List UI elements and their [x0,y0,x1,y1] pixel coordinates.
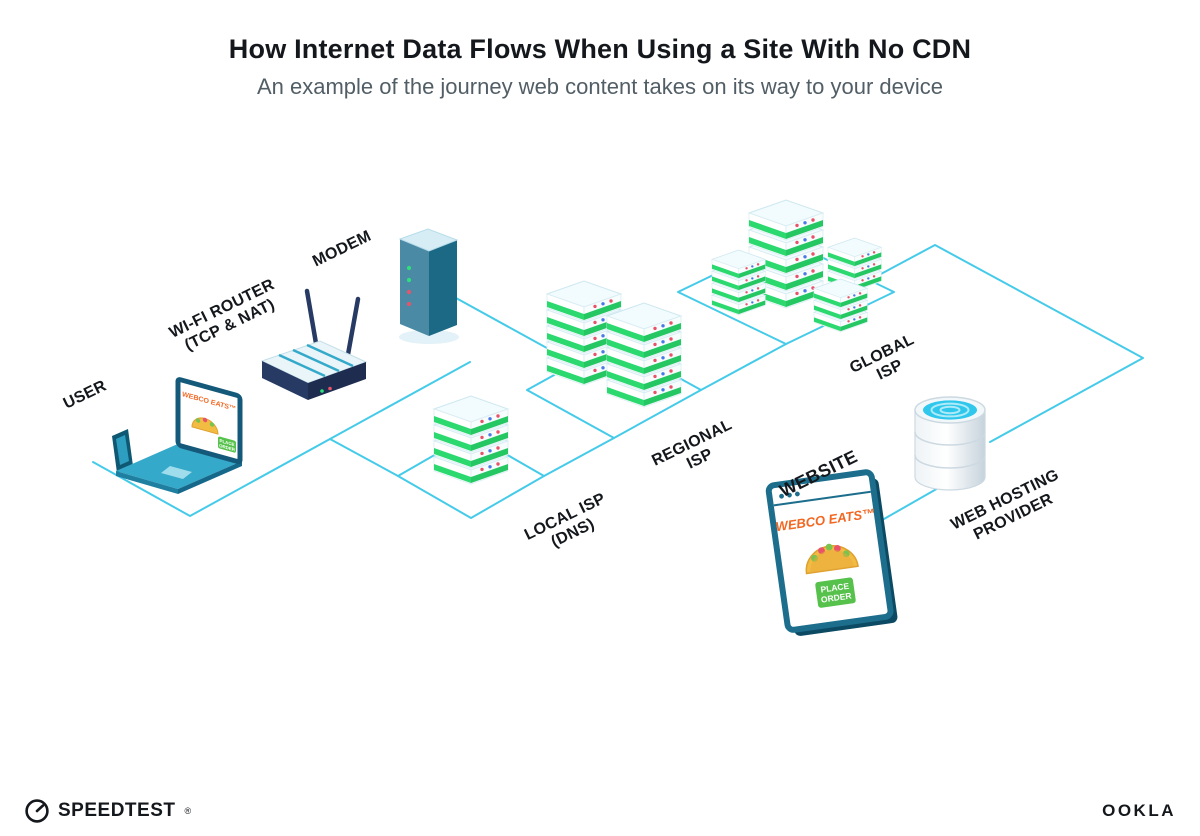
footer: SPEEDTEST ® OOKLA [0,798,1200,824]
laptop-order-button [218,436,236,453]
ookla-wordmark: OOKLA [1102,801,1176,820]
speedtest-gauge-icon [25,799,49,823]
speedtest-logo: SPEEDTEST ® [24,798,191,824]
laptop-screen: WEBCO EATS™ PLACE ORDER [175,377,243,465]
router-front-left-face [262,361,308,400]
line-hosting-to-website [883,486,941,520]
line-global-to-hosting [865,244,1144,443]
user-laptop-icon: WEBCO EATS™ PLACE ORDER [112,377,243,494]
laptop-touchpad [161,466,192,479]
website-window: WEBCO EATS™ PLACE ORDER [765,469,898,636]
line-regional-to-global [700,343,787,391]
router-antenna-right [344,296,361,363]
page-title: How Internet Data Flows When Using a Sit… [228,34,972,64]
web-hosting-database-icon [914,396,986,491]
speedtest-wordmark: SPEEDTEST [58,800,176,821]
modem-top-face [398,228,459,252]
modem-icon [398,228,459,344]
label-modem: MODEM [310,228,374,271]
website-order-button [815,577,856,608]
local-isp-servers [433,395,509,485]
line-branch-local-isp [329,438,399,477]
website-order-button-label2: ORDER [820,591,852,605]
page-subtitle: An example of the journey web content ta… [256,74,944,99]
modem-left-face [400,239,429,336]
website-order-button-label1: PLACE [820,581,850,595]
header: How Internet Data Flows When Using a Sit… [0,34,1200,100]
line-user-to-modem [92,361,471,517]
modem-right-face [429,240,457,336]
laptop-order-button-label1: PLACE [220,438,235,447]
line-local-to-regional [543,437,615,477]
label-user: USER [61,377,110,412]
speedtest-trademark: ® [184,806,192,816]
website-taco-icon [805,543,859,575]
connection-lines [92,244,1144,520]
laptop-order-button-label2: ORDER [219,443,236,453]
wifi-router-icon [260,288,368,400]
